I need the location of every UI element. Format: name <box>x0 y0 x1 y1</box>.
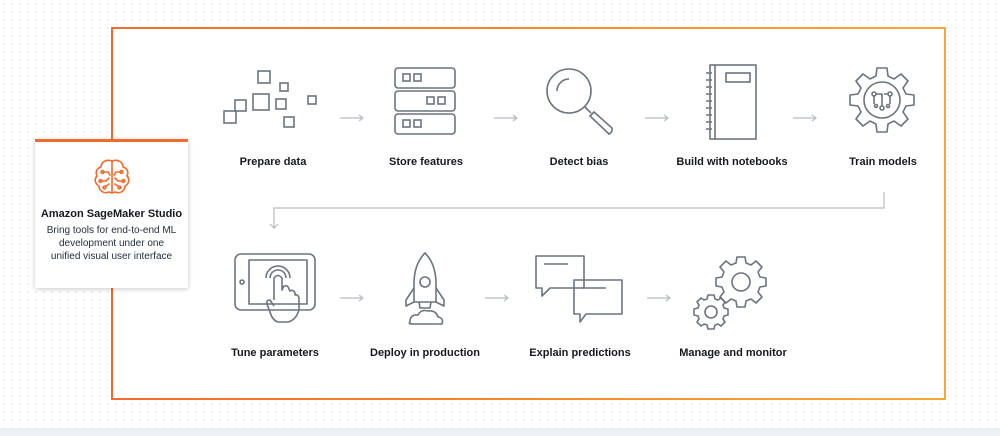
rocket-icon <box>405 252 445 325</box>
step-label-prepare-data: Prepare data <box>239 156 307 168</box>
step-label-tune-parameters: Tune parameters <box>231 347 319 359</box>
step-label-manage-monitor: Manage and monitor <box>679 347 787 359</box>
row-connector-arrow <box>269 192 885 229</box>
step-label-store-features: Store features <box>389 156 463 168</box>
arrow-7 <box>647 294 671 302</box>
scattered-squares-icon <box>223 70 317 128</box>
step-label-deploy-production: Deploy in production <box>370 347 480 359</box>
magnifier-icon <box>546 68 613 135</box>
tablet-touch-icon <box>234 253 316 323</box>
arrow-1 <box>340 114 364 122</box>
gears-icon <box>693 256 767 330</box>
gear-circuit-icon <box>849 67 915 133</box>
page-footer-strip <box>0 428 1000 436</box>
studio-title: Amazon SageMaker Studio <box>40 208 183 220</box>
arrow-3 <box>645 114 669 122</box>
step-label-detect-bias: Detect bias <box>549 156 609 168</box>
arrow-4 <box>793 114 817 122</box>
step-label-explain-predictions: Explain predictions <box>529 347 631 359</box>
studio-card: Amazon SageMaker Studio Bring tools for … <box>35 139 188 288</box>
studio-description: Bring tools for end-to-end ML developmen… <box>46 225 177 262</box>
workflow-frame <box>111 27 946 400</box>
speech-bubbles-icon <box>535 255 623 323</box>
step-label-train-models: Train models <box>849 156 917 168</box>
step-label-build-notebooks: Build with notebooks <box>676 156 788 168</box>
server-stack-icon <box>394 67 456 135</box>
arrow-6 <box>485 294 509 302</box>
brain-circuit-icon <box>94 159 130 194</box>
arrow-2 <box>494 114 518 122</box>
arrow-5 <box>340 294 364 302</box>
notebook-icon <box>706 64 757 140</box>
